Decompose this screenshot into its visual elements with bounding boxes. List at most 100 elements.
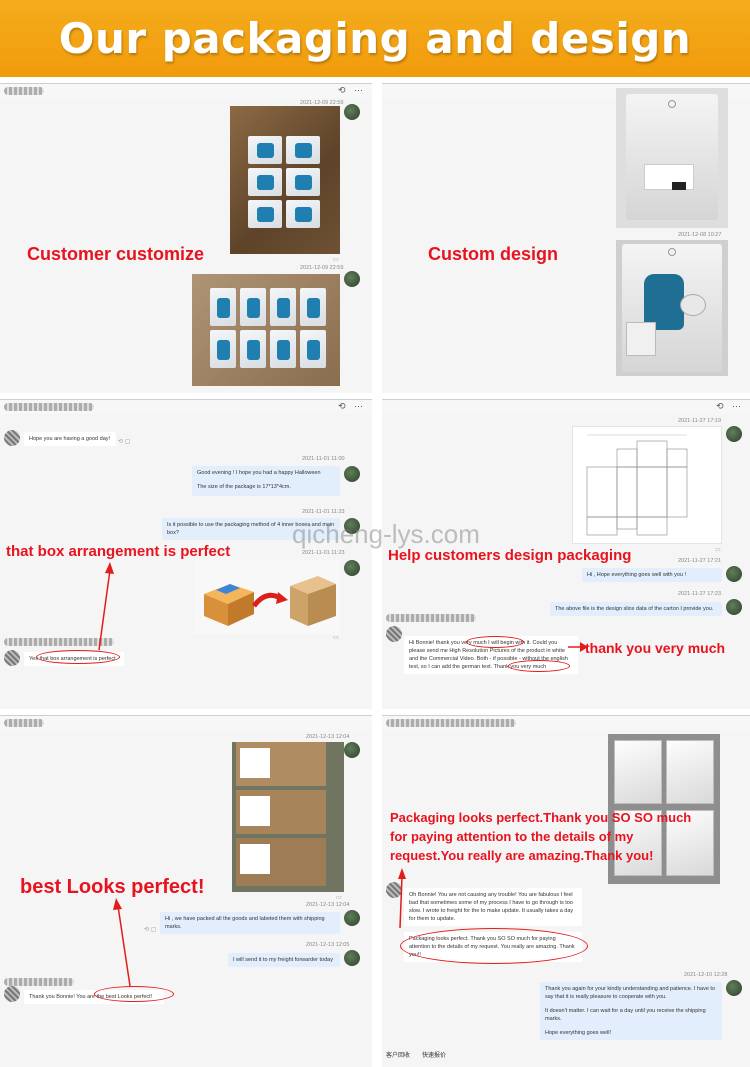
customer-avatar — [4, 650, 20, 666]
customer-avatar — [4, 430, 20, 446]
avatar — [726, 566, 742, 582]
dieline-drawing — [586, 434, 688, 536]
image-icon[interactable]: ▭ — [333, 635, 339, 641]
chat-actions-icon[interactable]: ⟲ ⋯ — [337, 85, 366, 95]
footer-tab[interactable]: 快速报价 — [422, 1053, 447, 1059]
customer-avatar — [4, 986, 20, 1002]
message-line: It doesn't matter. I can wait for a day … — [545, 1008, 706, 1022]
chat-message: Good evening ! I hope you had a happy Ha… — [192, 466, 340, 496]
avatar — [344, 518, 360, 534]
redacted-name — [4, 87, 44, 95]
timestamp: 2021-12-13 12:05 — [306, 942, 350, 948]
timestamp: 2021-11-27 17:23 — [678, 591, 722, 597]
panel-looks-perfect: 2021-12-13 12:04 ▭ 2021-12-13 12:04 Hi ,… — [0, 715, 372, 1067]
chat-message: Hope you are having a good day! — [24, 432, 116, 446]
chat-actions-icon[interactable]: ⟲ ⋯ — [337, 401, 366, 411]
image-icon[interactable]: ▭ — [336, 895, 342, 901]
redacted-name — [386, 719, 516, 727]
panel-box-arrangement: ⟲ ⋯ Hope you are having a good day! ⟲ ▢ … — [0, 399, 372, 709]
redacted-name — [4, 719, 44, 727]
message-line: Hope everything goes well! — [545, 1030, 612, 1036]
timestamp: 2021-12-08 10:27 — [678, 232, 722, 238]
chat-message: Oh Bonnie! You are not causing any troub… — [404, 888, 582, 926]
timestamp: 2021-12-09 22:59 — [300, 265, 344, 271]
customer-avatar — [386, 882, 402, 898]
red-caption: best Looks perfect! — [20, 876, 205, 898]
highlight-oval — [508, 660, 570, 672]
avatar — [344, 910, 360, 926]
customer-avatar — [386, 626, 402, 642]
carton-dieline-image[interactable] — [572, 426, 722, 544]
watermark: qicheng-lys.com — [292, 519, 480, 549]
chat-message: Hi , we have packed all the goods and la… — [160, 912, 340, 934]
bag-photo-top[interactable] — [616, 88, 728, 228]
redacted-name — [4, 638, 114, 646]
timestamp: 2021-11-01 11:23 — [302, 509, 345, 515]
box-photo-top[interactable] — [230, 106, 340, 254]
timestamp: 2021-11-01 11:23 — [302, 550, 345, 556]
highlight-oval — [94, 986, 174, 1002]
avatar — [344, 466, 360, 482]
red-caption: Custom design — [428, 244, 559, 264]
arrow-annotation — [398, 868, 406, 929]
highlight-oval — [400, 928, 588, 964]
avatar — [344, 271, 360, 287]
image-icon[interactable]: ▭ — [333, 257, 339, 263]
image-icon[interactable]: ▭ — [715, 547, 721, 553]
red-caption: Help customers design packaging — [388, 547, 632, 564]
reaction-icon[interactable]: ⟲ ▢ — [118, 439, 131, 445]
avatar — [726, 599, 742, 615]
highlight-oval — [466, 636, 524, 648]
redacted-name — [4, 403, 94, 411]
timestamp: 2021-11-27 17:19 — [678, 418, 722, 424]
chat-top-bar — [382, 400, 750, 414]
chat-message: Hi , Hope everything goes well with you … — [582, 568, 722, 582]
banner-title: Our packaging and design — [58, 14, 692, 63]
red-caption: that box arrangement is perfect — [6, 543, 231, 560]
panel-design-packaging: ⟲ ⋯ 2021-11-27 17:19 ▭ 2021-11-27 17:21 … — [382, 399, 750, 709]
avatar — [344, 950, 360, 966]
avatar — [344, 742, 360, 758]
red-caption: for paying attention to the details of m… — [390, 829, 634, 844]
highlight-oval — [36, 650, 120, 664]
chat-message: I will send it to my freight forwarder t… — [228, 953, 340, 967]
timestamp: 2021-12-09 22:59 — [300, 100, 344, 106]
redacted-name — [386, 614, 476, 622]
chat-top-bar — [0, 84, 372, 98]
timestamp: 2021-12-10 12:28 — [684, 972, 728, 978]
avatar — [344, 104, 360, 120]
chat-message: The above file is the design slice data … — [550, 602, 722, 616]
redacted-name — [4, 978, 74, 986]
chat-actions-icon[interactable]: ⟲ ⋯ — [715, 401, 744, 411]
box-arrangement-image[interactable] — [194, 560, 340, 634]
panel-custom-design: 2021-12-08 10:27 Custom design — [382, 83, 750, 393]
chat-message: Is it possible to use the packaging meth… — [162, 518, 340, 540]
chat-top-bar — [0, 716, 372, 730]
avatar — [344, 560, 360, 576]
white-boxes-photo[interactable] — [608, 734, 720, 884]
message-line: Thank you again for your kindly understa… — [545, 986, 716, 1000]
title-banner: Our packaging and design — [0, 0, 750, 77]
timestamp: 2021-12-13 12:04 — [306, 902, 350, 908]
timestamp: 2021-12-13 12:04 — [306, 734, 350, 740]
red-caption: request.You really are amazing.Thank you… — [390, 848, 654, 863]
panel-amazing: Oh Bonnie! You are not causing any troub… — [382, 715, 750, 1067]
timestamp: 2021-11-01 11:00 — [302, 456, 345, 462]
timestamp: 2021-11-27 17:21 — [678, 558, 722, 564]
message-line: Good evening ! I hope you had a happy Ha… — [197, 470, 321, 476]
red-caption: Customer customize — [27, 244, 205, 264]
red-caption: Packaging looks perfect.Thank you SO SO … — [390, 810, 692, 825]
arrow-annotation — [568, 642, 588, 652]
stacked-cartons-photo[interactable] — [232, 742, 344, 892]
box-illustration — [204, 576, 336, 626]
footer-tab[interactable]: 客户回收 — [386, 1053, 411, 1059]
avatar — [726, 980, 742, 996]
chat-message: Thank you again for your kindly understa… — [540, 982, 722, 1040]
arrow-annotation — [98, 562, 114, 651]
message-line: The size of the package is 17*13*4cm. — [197, 484, 291, 490]
avatar — [726, 426, 742, 442]
arrow-annotation — [113, 898, 131, 987]
bag-photo-bottom[interactable] — [616, 240, 728, 376]
reaction-icon[interactable]: ⟲ ▢ — [144, 927, 157, 933]
box-photo-bottom[interactable] — [192, 274, 340, 386]
